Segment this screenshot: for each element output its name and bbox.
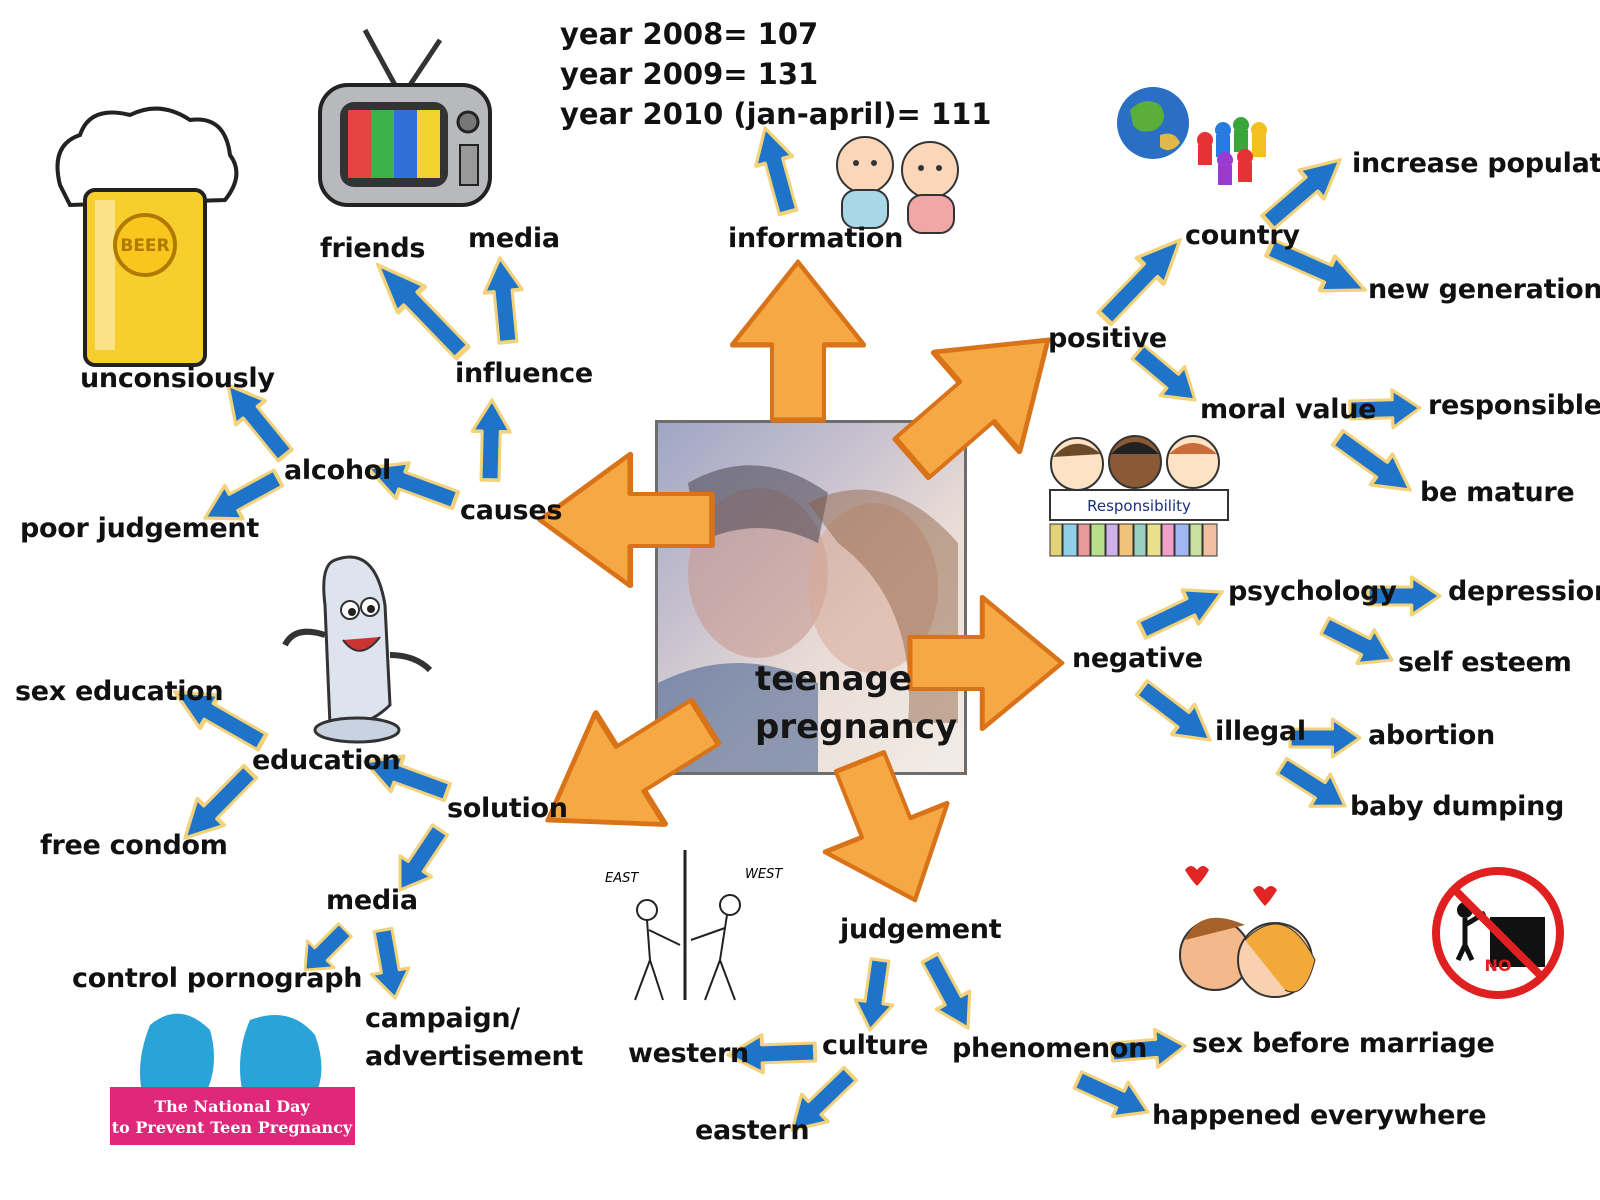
node-abortion: abortion xyxy=(1368,720,1495,751)
condom-mascot-icon xyxy=(282,555,433,744)
arrow-illegal-babydumping xyxy=(1270,748,1357,824)
node-influence: influence xyxy=(455,358,593,389)
banner-line1: The National Day xyxy=(154,1097,310,1116)
node-causes: causes xyxy=(460,495,563,526)
node-media-cause: media xyxy=(468,223,560,254)
node-unconsiously: unconsiously xyxy=(80,363,275,394)
node-happened-everywhere: happened everywhere xyxy=(1152,1100,1487,1131)
center-title-line2: pregnancy xyxy=(755,707,958,747)
big-arrow-causes xyxy=(540,454,712,586)
arrow-media-campaign xyxy=(362,925,416,1003)
big-arrow-judgement xyxy=(799,738,977,925)
arrow-negative-illegal xyxy=(1128,671,1224,757)
node-solution: solution xyxy=(447,793,568,824)
banner-line2: to Prevent Teen Pregnancy xyxy=(112,1118,353,1137)
node-advertisement: advertisement xyxy=(365,1041,583,1072)
node-illegal: illegal xyxy=(1215,716,1306,747)
arrow-moral-mature xyxy=(1325,420,1423,508)
arrow-positive-country xyxy=(1091,227,1193,331)
no-label: NO xyxy=(1485,956,1512,975)
no-sign-icon: NO xyxy=(1432,867,1564,999)
stats-line-2010: year 2010 (jan-april)= 111 xyxy=(560,97,992,131)
node-eastern: eastern xyxy=(695,1115,810,1146)
stats-line-2009: year 2009= 131 xyxy=(560,57,819,91)
arrow-influence-media xyxy=(479,254,529,346)
node-sex-education: sex education xyxy=(15,676,224,707)
node-western: western xyxy=(628,1038,749,1069)
globe-icon xyxy=(1117,87,1267,185)
beer-label: BEER xyxy=(120,236,169,256)
node-media-solution: media xyxy=(326,885,418,916)
center-title-line1: teenage xyxy=(755,659,912,699)
stats-line-2008: year 2008= 107 xyxy=(560,17,819,51)
node-increase-population: increase population xyxy=(1352,148,1600,179)
arrow-influence-friends xyxy=(364,252,475,365)
arrow-judgement-phenomenon xyxy=(911,947,987,1039)
arrow-causes-influence xyxy=(469,397,513,483)
node-responsible: responsible xyxy=(1428,390,1600,421)
node-campaign: campaign/ xyxy=(365,1003,520,1034)
node-moral-value: moral value xyxy=(1200,394,1377,425)
arrow-negative-psychology xyxy=(1131,572,1233,650)
east-label: EAST xyxy=(605,871,639,886)
node-baby-dumping: baby dumping xyxy=(1350,791,1565,822)
couple-poster-icon: The National Day to Prevent Teen Pregnan… xyxy=(110,1013,355,1145)
node-phenomenon: phenomenon xyxy=(952,1033,1148,1064)
big-arrow-solution xyxy=(513,666,740,876)
node-judgement: judgement xyxy=(840,914,1002,945)
node-sex-before-marriage: sex before marriage xyxy=(1192,1028,1495,1059)
node-friends: friends xyxy=(320,233,426,264)
big-arrow-information xyxy=(732,262,864,420)
node-information: information xyxy=(728,223,904,254)
arrow-phenomenon-happened xyxy=(1068,1061,1158,1131)
babies-icon xyxy=(836,136,959,234)
kissing-couple-icon xyxy=(1179,866,1316,998)
arrow-judgement-culture xyxy=(849,955,901,1035)
node-new-generation: new generation xyxy=(1368,274,1600,305)
node-culture: culture xyxy=(822,1030,929,1061)
node-poor-judgement: poor judgement xyxy=(20,513,259,544)
node-be-mature: be mature xyxy=(1420,477,1575,508)
east-west-icon: EAST WEST xyxy=(605,850,783,1001)
node-negative: negative xyxy=(1072,643,1203,674)
west-label: WEST xyxy=(745,867,783,882)
node-country: country xyxy=(1185,220,1300,251)
arrow-information-stats xyxy=(744,121,809,219)
node-control-pornograph: control pornograph xyxy=(72,963,363,994)
node-psychology: psychology xyxy=(1228,576,1397,607)
kids-icon: Responsibility xyxy=(1049,435,1229,557)
node-education: education xyxy=(252,745,401,776)
arrow-psychology-selfesteem xyxy=(1314,607,1403,679)
node-self-esteem: self esteem xyxy=(1398,647,1572,678)
beer-mug-icon: BEER xyxy=(55,106,239,367)
node-alcohol: alcohol xyxy=(284,455,391,486)
center-title: teenage pregnancy xyxy=(755,655,958,751)
node-positive: positive xyxy=(1048,323,1167,354)
node-free-condom: free condom xyxy=(40,830,228,861)
responsibility-label: Responsibility xyxy=(1087,497,1191,515)
pregnancy-stats: year 2008= 107 year 2009= 131 year 2010 … xyxy=(560,14,992,134)
node-depression: depression xyxy=(1448,576,1600,607)
tv-icon xyxy=(318,28,492,207)
